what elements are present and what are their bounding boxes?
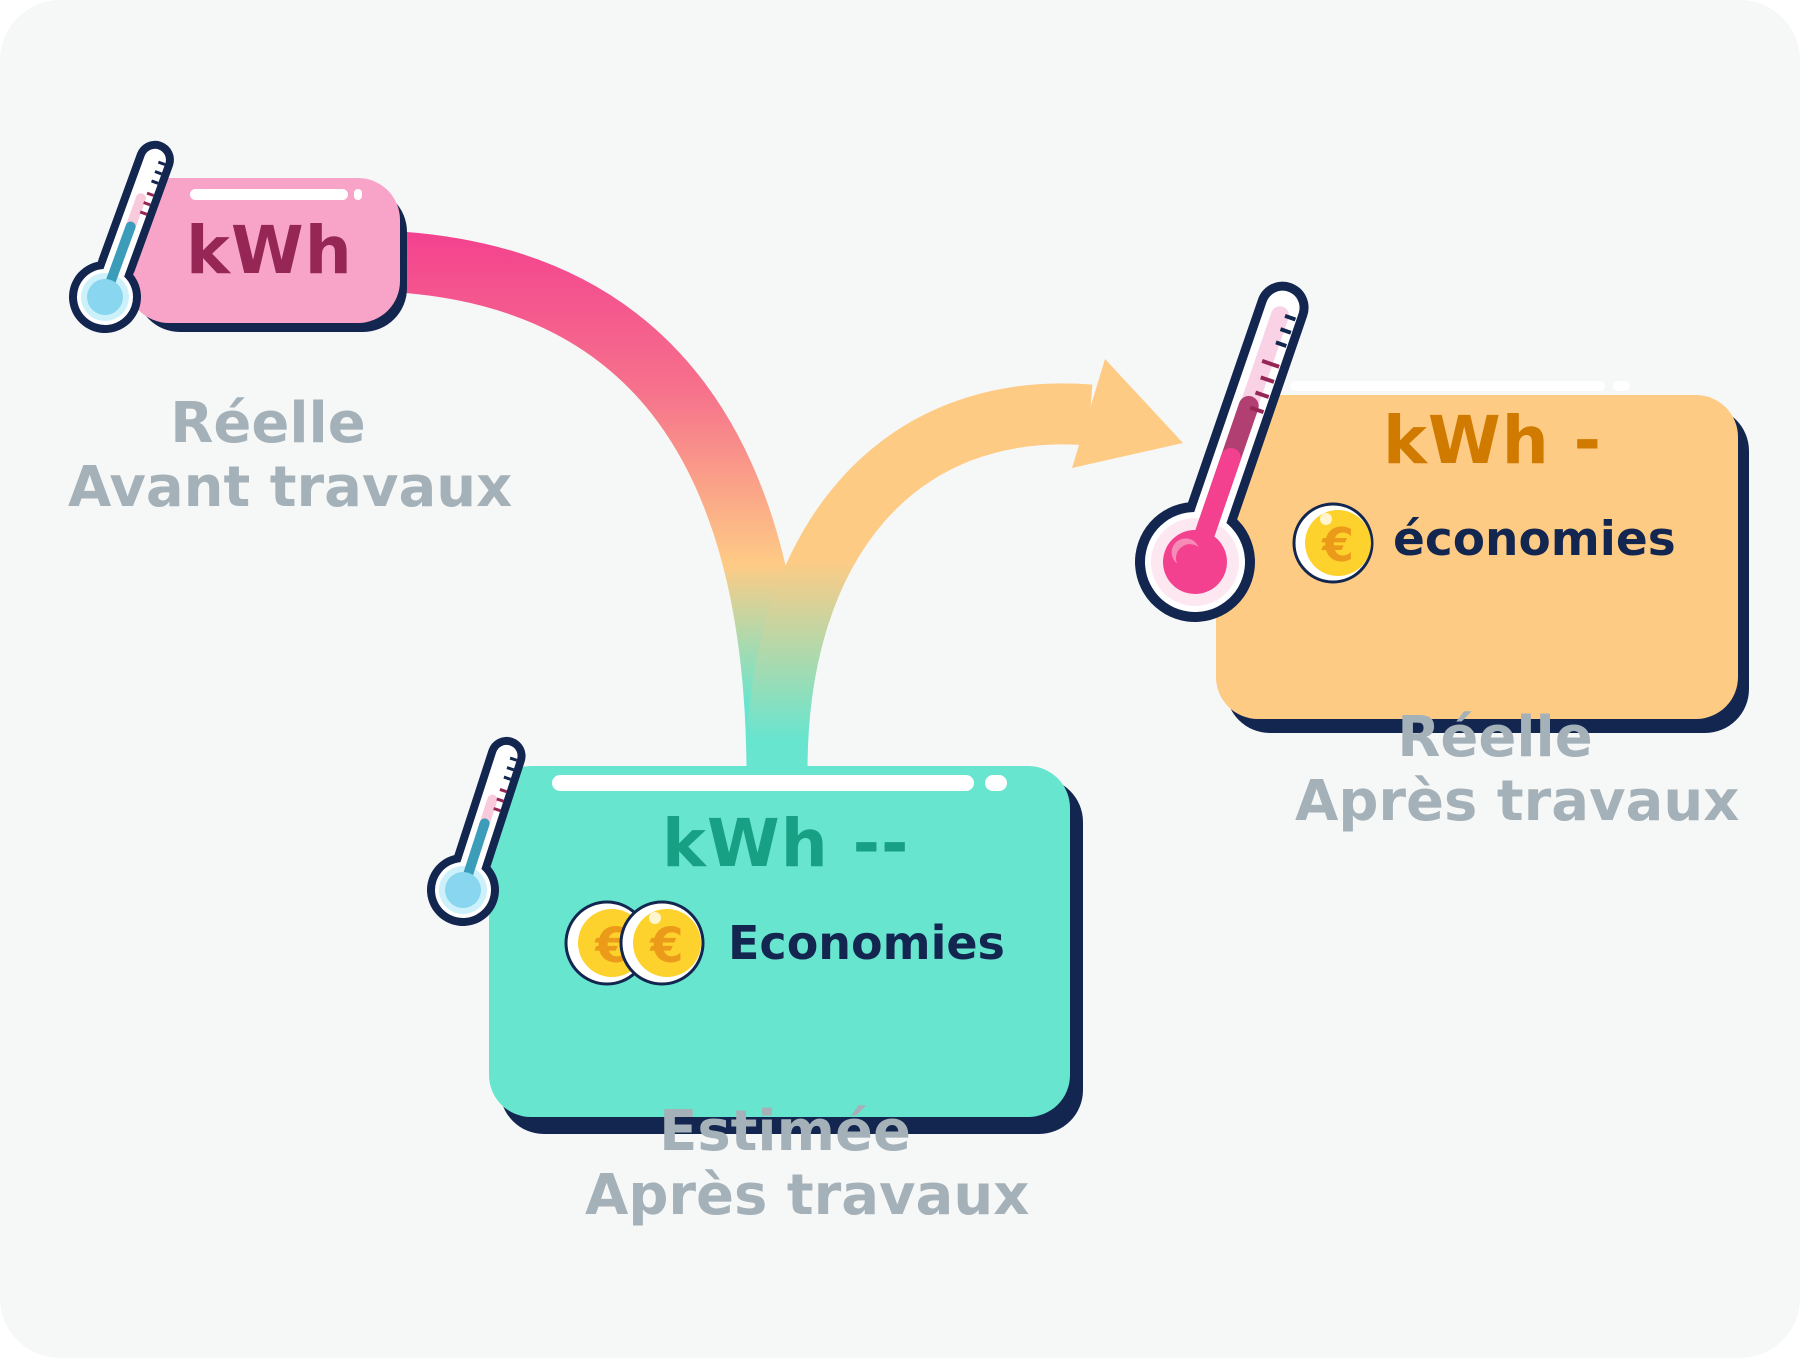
connector-estimated-to-after xyxy=(746,383,1093,771)
svg-text:€: € xyxy=(649,918,683,974)
svg-text:€: € xyxy=(1321,518,1354,572)
shine-bar xyxy=(552,775,974,791)
caption-line1: Estimée xyxy=(659,1099,911,1164)
caption: Estimée Après travaux xyxy=(585,1099,1030,1228)
caption: Réelle Avant travaux xyxy=(68,391,513,520)
value-text: kWh -- xyxy=(662,805,910,882)
caption-line2: Après travaux xyxy=(1295,769,1740,834)
coin-icon: € xyxy=(619,900,705,986)
savings-text: économies xyxy=(1393,512,1676,567)
shine-dot xyxy=(985,775,1007,791)
value-text: kWh - xyxy=(1383,402,1603,479)
shine-bar xyxy=(190,189,348,200)
savings-text: Economies xyxy=(728,916,1005,970)
arrowhead xyxy=(1072,359,1183,468)
caption-line1: Réelle xyxy=(170,391,366,456)
caption-line2: Avant travaux xyxy=(68,455,513,520)
value-box xyxy=(127,178,400,323)
shine-dot xyxy=(1613,381,1630,391)
caption-line1: Réelle xyxy=(1397,705,1593,770)
value-text: kWh xyxy=(186,212,353,289)
caption-line2: Après travaux xyxy=(585,1163,1030,1228)
caption: Réelle Après travaux xyxy=(1295,705,1740,834)
shine-bar xyxy=(1290,381,1605,391)
shine-dot xyxy=(354,189,362,200)
